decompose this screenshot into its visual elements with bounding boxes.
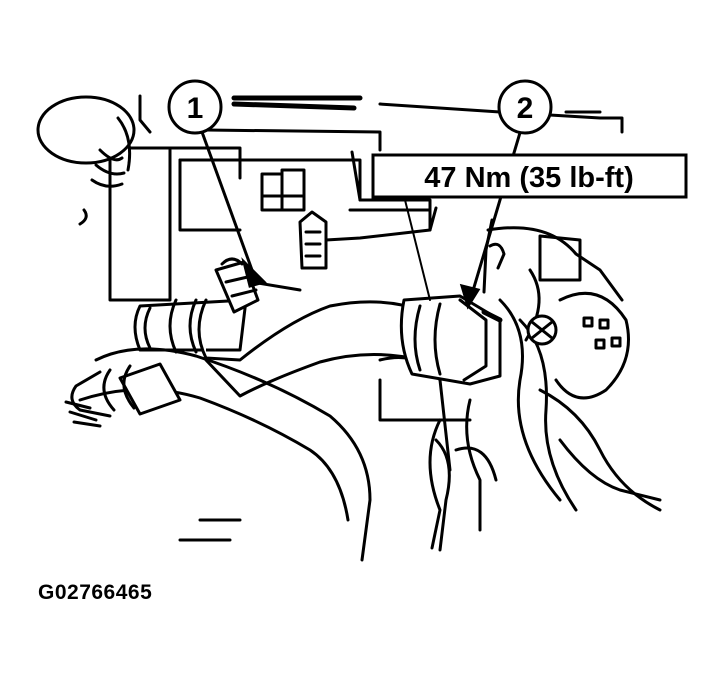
callout-number-1: 1 (187, 92, 204, 125)
engine-background-linework (36, 94, 662, 562)
leader-lines (200, 125, 524, 310)
torque-spec-text: 47 Nm (35 lb-ft) (424, 162, 633, 194)
callout-circle-2 (497, 79, 553, 135)
callout-1: 1 (167, 79, 223, 135)
callout-circle-1 (167, 79, 223, 135)
arrowhead-2 (459, 283, 481, 310)
reservoir-cap (36, 95, 136, 165)
torque-spec-box: 47 Nm (35 lb-ft) (371, 153, 688, 199)
callout-number-2: 2 (517, 92, 534, 125)
torque-spec-frame (371, 153, 688, 199)
leader-line-1 (200, 131, 254, 271)
callout-2: 2 (497, 79, 553, 135)
arrowhead-1 (241, 257, 267, 288)
figure-id-label: G02766465 (38, 581, 153, 604)
